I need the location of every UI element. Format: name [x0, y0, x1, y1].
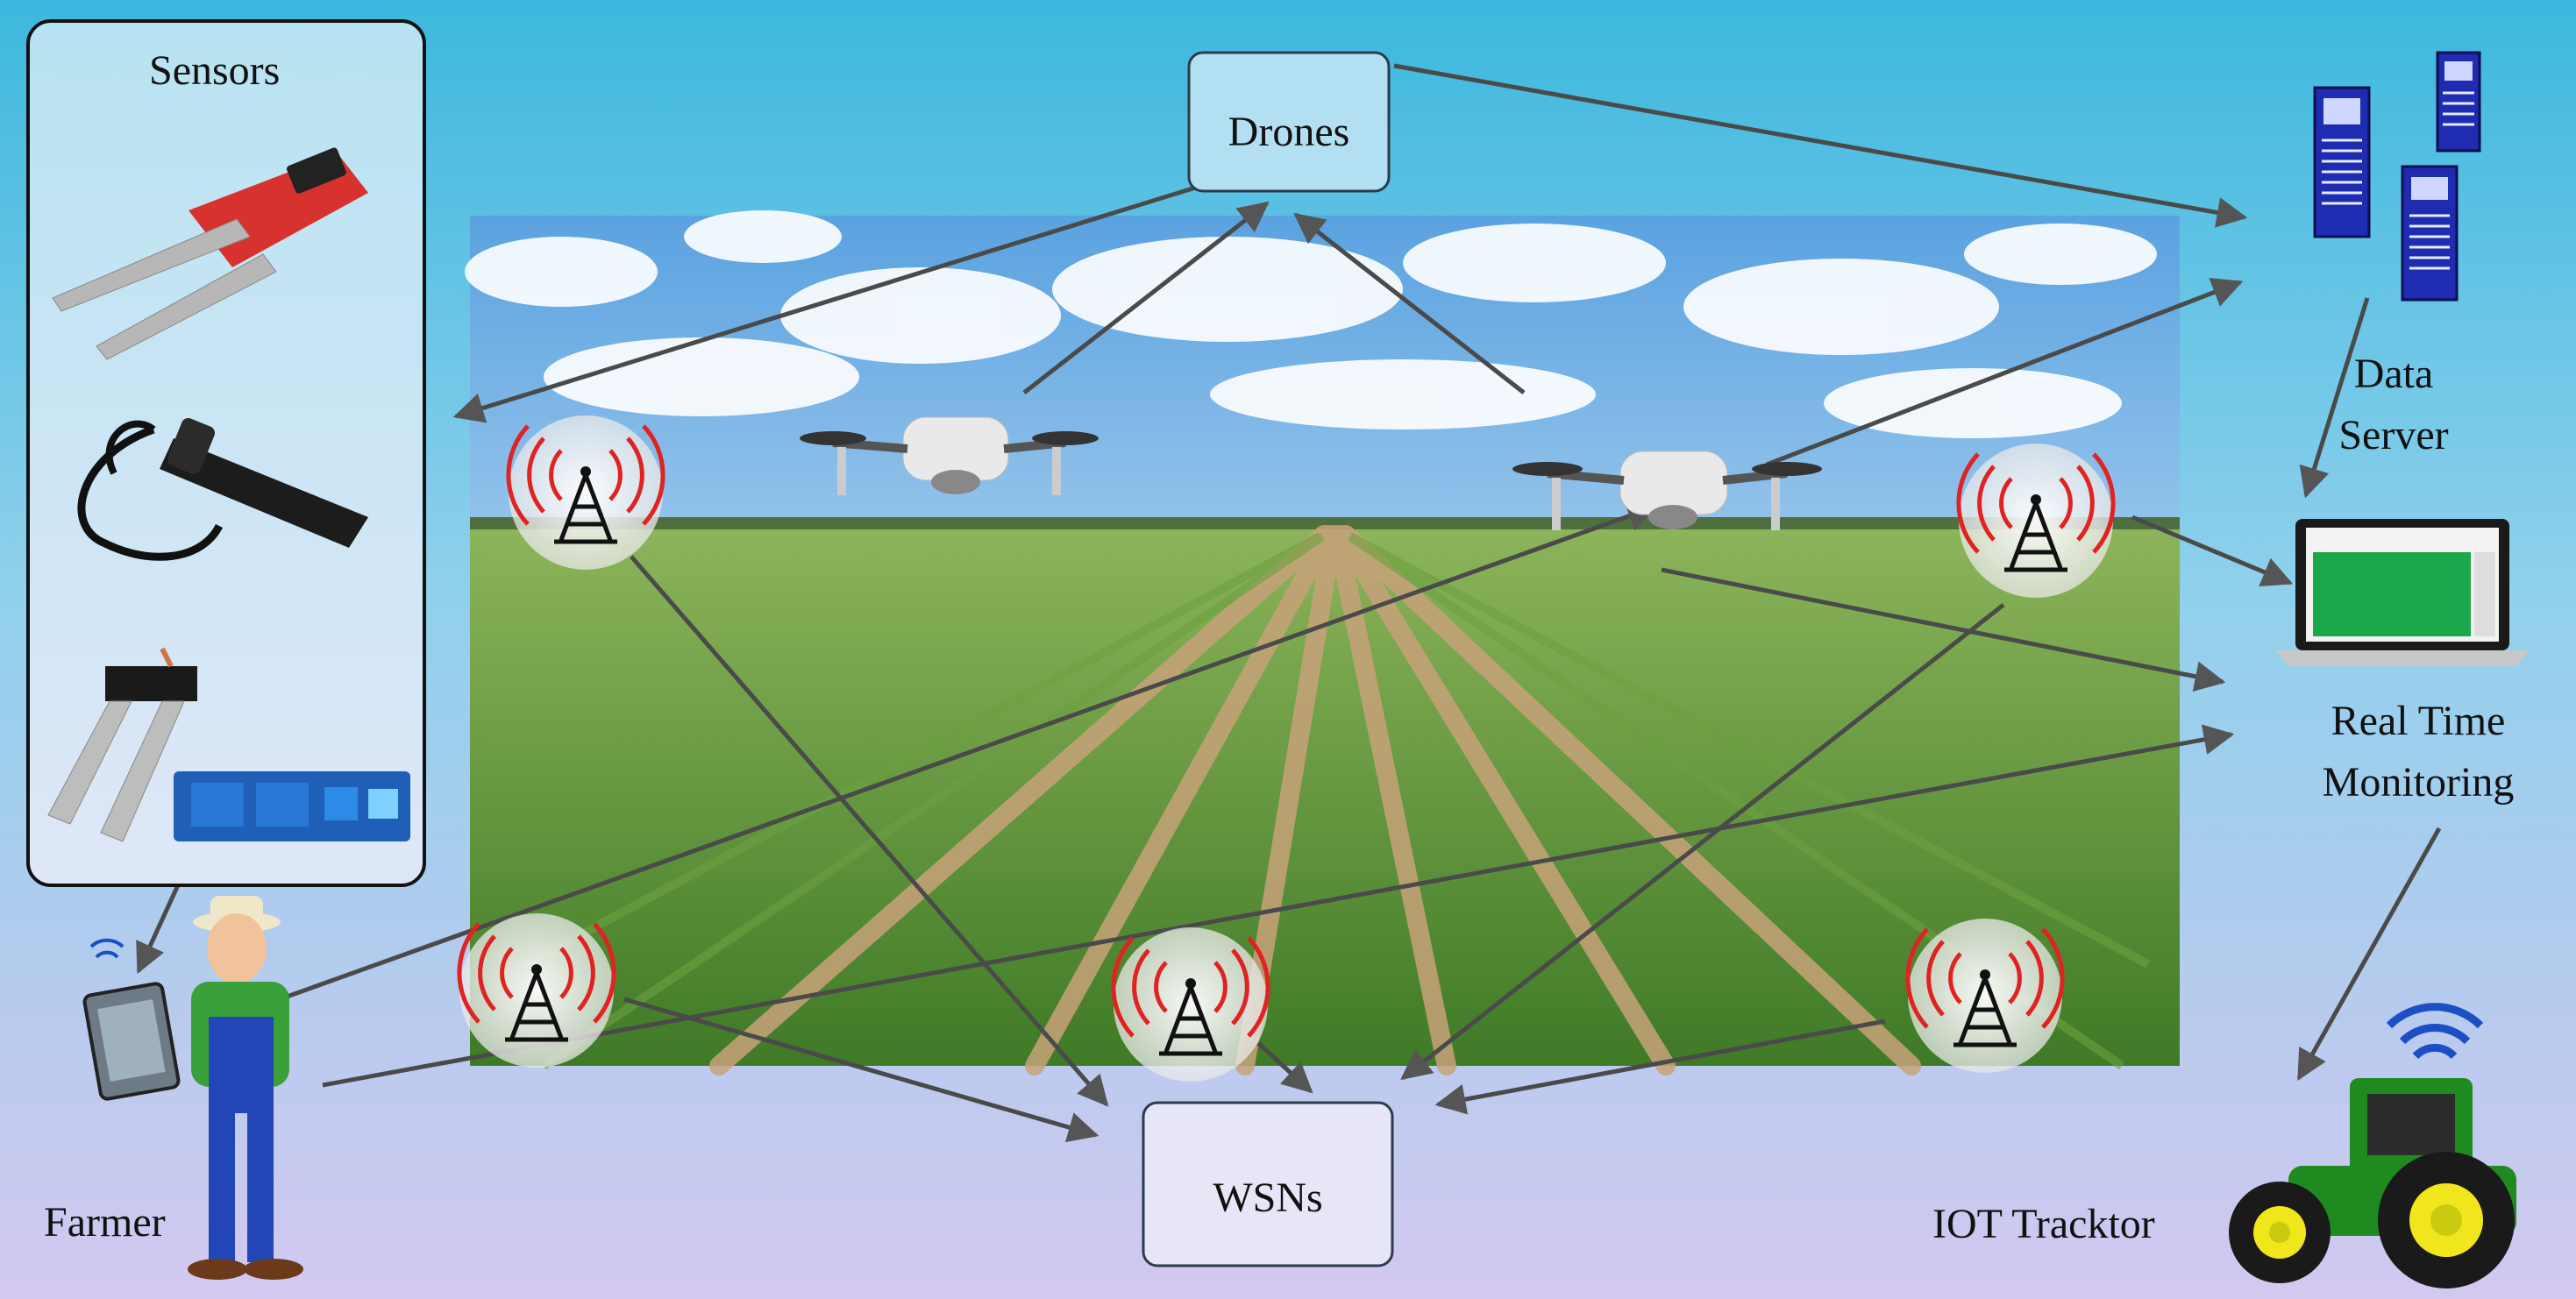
water-probe-sensor-icon — [77, 418, 368, 561]
sensors-title: Sensors — [149, 47, 280, 94]
data-server-label-line2: Server — [2338, 412, 2448, 458]
wireless-towers — [457, 415, 2116, 1082]
drone-icon — [1512, 451, 1822, 530]
laptop-dashboard-icon — [2275, 519, 2530, 666]
wireless-tower-icon — [457, 913, 616, 1068]
fork-sensor-with-relay-board-icon — [47, 647, 410, 842]
drone-icon — [800, 416, 1099, 495]
wsns-label: WSNs — [1213, 1175, 1322, 1221]
tractor-icon — [2229, 1003, 2516, 1288]
iot-tractor-label: IOT Tracktor — [1932, 1201, 2155, 1247]
wireless-tower-icon — [1905, 919, 2065, 1073]
drones-node — [1187, 51, 1391, 193]
data-server-label-line1: Data — [2354, 351, 2434, 397]
real-time-monitoring-label-line2: Monitoring — [2323, 759, 2515, 806]
connection-arrows — [136, 63, 2442, 1143]
sensors-panel — [26, 19, 426, 887]
soil-moisture-sensor-icon — [52, 147, 368, 360]
server-tower-icon — [2313, 51, 2481, 302]
farmer-with-tablet-icon — [82, 896, 303, 1280]
field-photo — [465, 210, 2180, 1075]
drones-label: Drones — [1228, 109, 1350, 155]
wsns-node — [1142, 1101, 1394, 1267]
real-time-monitoring-label-line1: Real Time — [2331, 698, 2506, 744]
wireless-tower-icon — [506, 415, 665, 570]
wireless-tower-icon — [1956, 444, 2116, 598]
wireless-tower-icon — [1111, 927, 1270, 1082]
farmer-label: Farmer — [44, 1199, 166, 1246]
